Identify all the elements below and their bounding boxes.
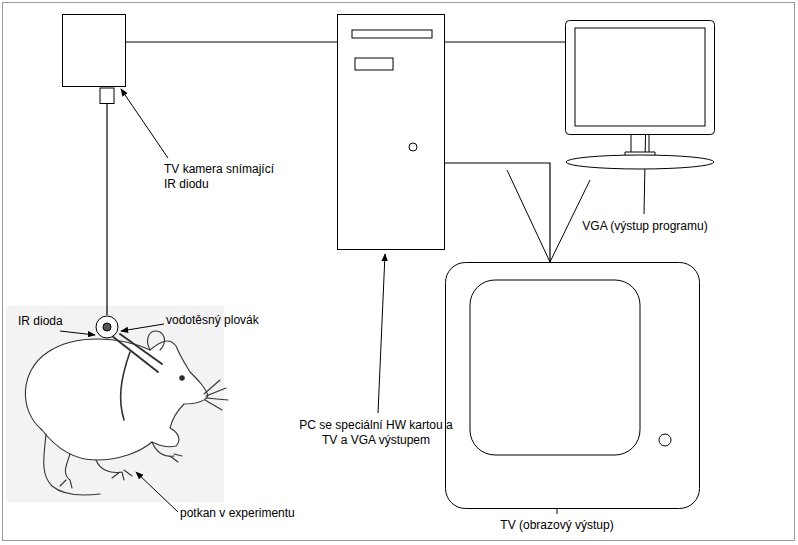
- tv-set-shape: [445, 262, 700, 512]
- pc-tower: PC se speciální HW kartou a TV a VGA výs…: [337, 14, 445, 250]
- tv-camera-shape: [62, 14, 126, 104]
- cable-line: [445, 41, 565, 42]
- vga-monitor-shape: [565, 20, 715, 170]
- text-wrap: vodotěsný plovák: [166, 313, 286, 328]
- text-wrap: potkan v experimentu: [180, 506, 320, 521]
- text-wrap: PC se speciální HW kartou a TV a VGA výs…: [293, 418, 459, 448]
- callout-label: IR dioda: [18, 314, 88, 329]
- callout-label: PC se speciální HW kartou a TV a VGA výs…: [293, 418, 459, 448]
- text-wrap: IR dioda: [18, 314, 88, 329]
- text-wrap: TV kamera snímající IR diodu: [164, 162, 276, 192]
- callout-label: VGA (výstup programu): [570, 219, 720, 234]
- tv-camera: TV kamera snímající IR diodu: [62, 14, 126, 104]
- cable-line: [106, 104, 107, 315]
- callout-label: TV kamera snímající IR diodu: [164, 162, 276, 192]
- cable-line: [126, 41, 337, 42]
- callout-label: vodotěsný plovák: [166, 313, 286, 328]
- pc-tower-shape: [337, 14, 445, 250]
- text-wrap: TV (obrazový výstup): [487, 518, 627, 533]
- rat-picture: [6, 306, 228, 502]
- ir-diode-float-shape: [95, 315, 119, 339]
- vga-monitor: VGA (výstup programu): [565, 20, 715, 170]
- frame: [3, 3, 795, 541]
- cable-line: [445, 163, 550, 262]
- text-wrap: VGA (výstup programu): [570, 219, 720, 234]
- callout-label: potkan v experimentu: [180, 506, 320, 521]
- tv-set: TV (obrazový výstup): [445, 262, 700, 512]
- ir-diode-float: IR diodavodotěsný plovák: [95, 315, 119, 339]
- callout-label: TV (obrazový výstup): [487, 518, 627, 533]
